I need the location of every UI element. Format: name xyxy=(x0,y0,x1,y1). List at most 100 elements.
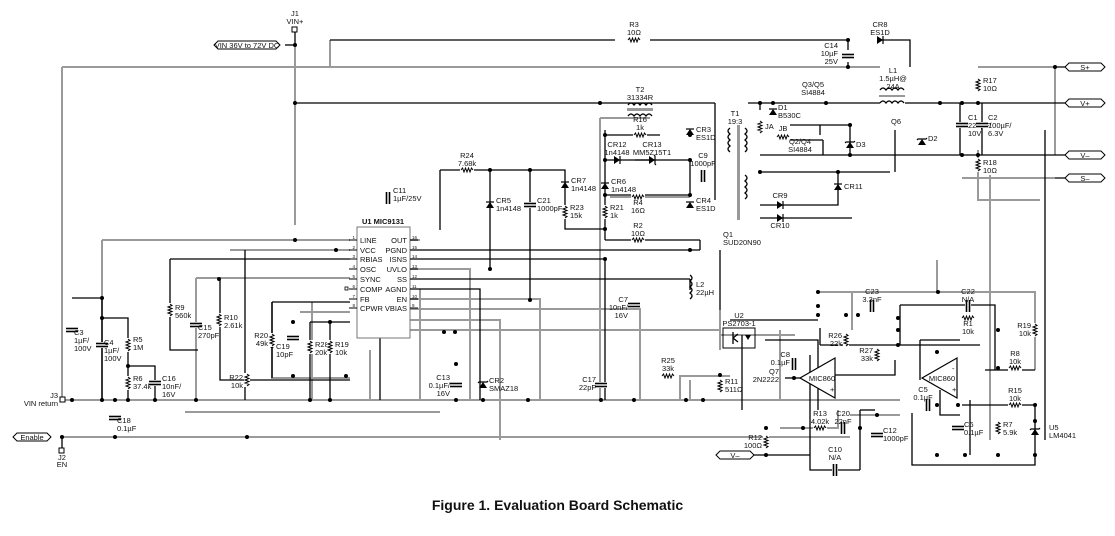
component-r5-label: R5 xyxy=(133,335,143,344)
component-c7-label: C7 xyxy=(618,295,628,304)
component-r10-label: 2.61k xyxy=(224,321,243,330)
component-cr11: CR11 xyxy=(834,182,863,191)
u1-pin-agnd: AGND xyxy=(385,285,407,294)
component-r23-label: 15k xyxy=(570,211,582,220)
u1-pin-num: 2 xyxy=(352,245,355,250)
u1-pin-num: 5 xyxy=(352,274,355,279)
component-r23-label: R23 xyxy=(570,203,584,212)
connector-j3-name: VIN return xyxy=(24,399,58,408)
u1-pin-num: 1 xyxy=(352,235,355,240)
component-r13-label: 4.02k xyxy=(811,417,830,426)
component-r1-label: 10k xyxy=(962,327,974,336)
component-c16-label: 16V xyxy=(162,390,175,399)
component-r11-label: R11 xyxy=(725,377,738,386)
u1-pin-comp: COMP xyxy=(360,285,383,294)
net-flag-s-minus: S– xyxy=(1064,173,1106,183)
net-flag-v-minus-fb-label: V– xyxy=(730,451,740,460)
component-r11-label: 511Ω xyxy=(725,385,743,394)
component-cr3-label: ES1D xyxy=(696,133,716,142)
component-c4-label: 1µF/ xyxy=(104,346,120,355)
component-q2q4-label: Q2/Q4 xyxy=(789,137,811,146)
component-c17-label: C17 xyxy=(582,375,596,384)
u1-pin-num: 10 xyxy=(412,294,418,299)
component-r3-label: 10Ω xyxy=(627,28,641,37)
net-flag-v-plus-label: V+ xyxy=(1080,99,1090,108)
connector-j3-ref: J3 xyxy=(50,391,58,400)
net-flag-s-plus: S+ xyxy=(1064,62,1106,72)
component-r2-label: 10Ω xyxy=(631,229,645,238)
component-r8-label: R8 xyxy=(1010,349,1020,358)
component-c18-label: C18 xyxy=(117,416,131,425)
component-c20-label: C20 xyxy=(836,409,850,418)
connector-j1-name: VIN+ xyxy=(287,17,305,26)
component-r15-label: 10k xyxy=(1009,394,1021,403)
component-r13-label: R13 xyxy=(813,409,827,418)
component-c6-label: C6 xyxy=(964,420,974,429)
component-c3-label: 1µF/ xyxy=(74,336,90,345)
component-r25-label: 33k xyxy=(662,364,674,373)
u1-pin-num: 3 xyxy=(352,254,355,259)
component-cr5-label: 1n4148 xyxy=(496,204,521,213)
component-u5-label: U5 xyxy=(1049,423,1059,432)
component-c16-label: C16 xyxy=(162,374,176,383)
component-r18-label: R18 xyxy=(983,158,997,167)
component-l1-label: 1.5µH@ xyxy=(879,74,907,83)
u1-pin-line: LINE xyxy=(360,236,377,245)
component-d3: D3 xyxy=(844,140,866,149)
u1-pin-num: 13 xyxy=(412,264,418,269)
u1-pin-ss: SS xyxy=(397,275,407,284)
component-c6-label: 0.1µF xyxy=(964,428,984,437)
component-r5-label: 1M xyxy=(133,343,143,352)
component-q3q5-label: Q3/Q5 xyxy=(802,80,824,89)
component-r4-label: 16Ω xyxy=(631,206,645,215)
component-c5: C50.1µF xyxy=(913,385,933,411)
component-cr3-label: CR3 xyxy=(696,125,711,134)
component-q6: Q6 xyxy=(891,117,901,126)
component-c9-label: C9 xyxy=(698,151,708,160)
component-c16-label: 10nF/ xyxy=(162,382,182,391)
component-cr9: CR9 xyxy=(772,191,788,209)
component-t1-label: T1 xyxy=(731,109,740,118)
component-l2-label: L2 xyxy=(696,280,704,289)
connector-j2-name: EN xyxy=(57,460,67,469)
component-c5-label: C5 xyxy=(918,385,928,394)
connector-j2-ref: J2 xyxy=(58,453,66,462)
u1-pin-sync: SYNC xyxy=(360,275,381,284)
component-r26-label: 22k xyxy=(830,339,842,348)
component-q3q5-label: SI4884 xyxy=(801,88,825,97)
component-r24-label: R24 xyxy=(460,151,474,160)
net-flag-vin: VIN 36V to 72V DC xyxy=(213,40,281,50)
component-q6-label: Q6 xyxy=(891,117,901,126)
component-c12-label: C12 xyxy=(883,426,897,435)
u1-pin-num: 12 xyxy=(412,274,418,279)
component-l1: L11.5µH@24A xyxy=(879,66,907,91)
component-cr7-label: 1n4148 xyxy=(571,184,596,193)
component-r10-label: R10 xyxy=(224,313,238,322)
component-ja: JA xyxy=(756,120,774,134)
component-u2-label: U2 xyxy=(734,311,744,320)
component-cr4-label: ES1D xyxy=(696,204,716,213)
net-flag-s-plus-label: S+ xyxy=(1080,63,1090,72)
component-d2: D2 xyxy=(916,134,938,145)
component-q7-label: 2N2222 xyxy=(753,375,779,384)
component-r25-label: R25 xyxy=(661,356,675,365)
component-c9-label: 1000pF xyxy=(690,159,716,168)
